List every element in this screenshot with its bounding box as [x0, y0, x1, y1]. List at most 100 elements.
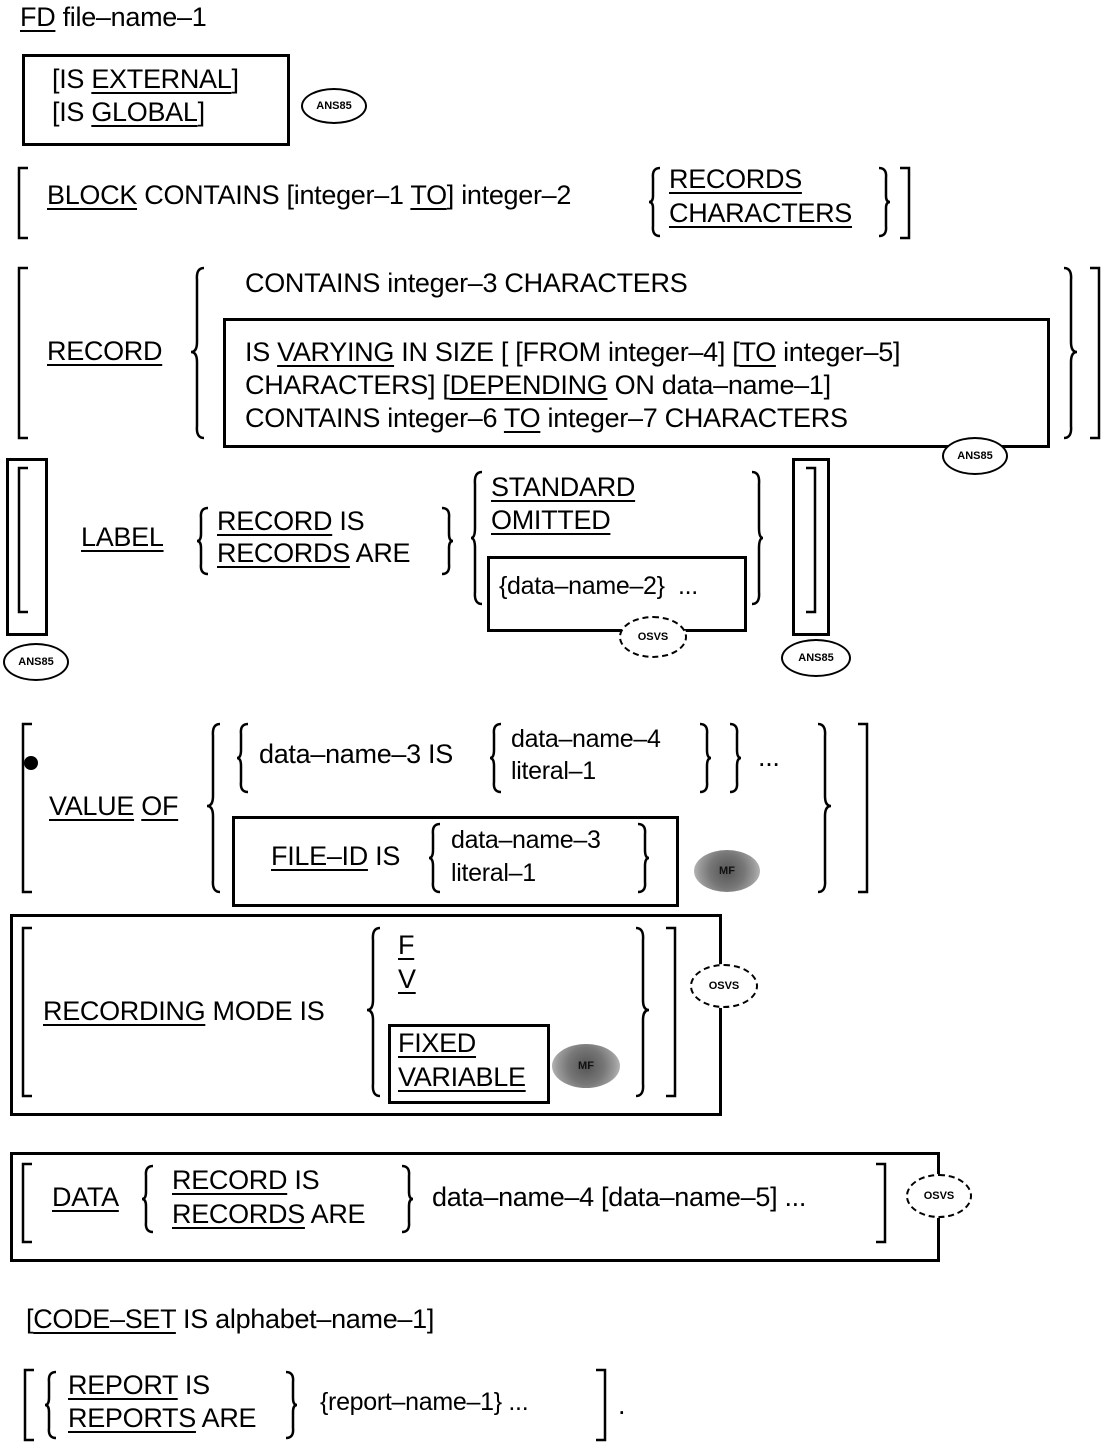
dn3-open-brace: [236, 722, 249, 794]
fixed-variable-box: [388, 1024, 550, 1104]
recording-mode-box: [10, 914, 722, 1116]
block-open-brace: [648, 166, 661, 238]
osvs-badge: OSVS: [690, 964, 758, 1008]
data-record-open-brace: [141, 1164, 154, 1234]
report-is: REPORT IS: [68, 1370, 210, 1400]
label-left-box: [6, 458, 48, 636]
fixed-option: FIXED: [398, 1028, 477, 1058]
data-names: data–name–4 [data–name–5] ...: [432, 1182, 807, 1212]
external-global-box: [22, 54, 290, 146]
file-id-box: [232, 816, 679, 907]
data-record-is: RECORD IS: [172, 1165, 320, 1195]
literal-1-option: literal–1: [511, 757, 596, 785]
code-set-keyword: CODE–SET: [33, 1304, 176, 1334]
file-name: file–name–1: [62, 2, 207, 32]
recording-mode-line: RECORDING MODE IS: [43, 996, 325, 1026]
record-open-bracket: [17, 266, 28, 440]
fd-line: FD file–name–1: [20, 2, 207, 32]
varying-box: [223, 318, 1050, 448]
v-option: V: [398, 964, 416, 994]
block-open-bracket: [17, 166, 28, 240]
label-record-open-brace: [196, 506, 209, 576]
dn4-close-brace: [699, 722, 712, 794]
mf-stamp: MF: [552, 1044, 620, 1088]
value-keyword: VALUE: [49, 791, 135, 821]
report-open-brace: [44, 1370, 57, 1440]
label-right-box: [792, 458, 830, 636]
file-id-is: FILE–ID IS: [271, 841, 401, 871]
data-name-2-box: [487, 556, 747, 632]
label-option-close-brace: [751, 470, 764, 606]
mf-stamp: MF: [694, 850, 760, 892]
report-close-bracket: [596, 1368, 607, 1442]
record-close-brace: [1063, 266, 1078, 440]
of-keyword: OF: [141, 791, 179, 821]
f-option: F: [398, 930, 415, 960]
value-of-line: VALUE OF: [49, 793, 178, 820]
osvs-badge: OSVS: [619, 616, 687, 658]
omitted-option: OMITTED: [491, 505, 611, 535]
external-keyword: EXTERNAL: [91, 64, 232, 94]
code-set-line: [CODE–SET IS alphabet–name–1]: [26, 1304, 435, 1334]
label-option-open-brace: [470, 470, 483, 606]
varying-keyword: VARYING: [277, 337, 395, 367]
record-keyword: RECORD: [47, 336, 163, 366]
record-keyword-line: RECORD: [47, 336, 163, 366]
depending-keyword: DEPENDING: [449, 370, 608, 400]
data-open-bracket: [21, 1162, 32, 1244]
is-global-line: [IS GLOBAL]: [52, 97, 205, 127]
label-keyword-line: LABEL: [81, 524, 164, 551]
fid-literal-1: literal–1: [451, 859, 536, 887]
block-close-brace: [878, 166, 891, 238]
records-option: RECORDS: [669, 164, 802, 194]
label-keyword: LABEL: [81, 522, 164, 552]
varying-line-1: IS VARYING IN SIZE [ [FROM integer–4] [T…: [245, 337, 901, 367]
standard-option: STANDARD: [491, 472, 636, 502]
reports-are: REPORTS ARE: [68, 1403, 257, 1433]
varying-line-2: CHARACTERS] [DEPENDING ON data–name–1]: [245, 370, 831, 400]
recording-keyword: RECORDING: [43, 996, 206, 1026]
file-id-keyword: FILE–ID: [271, 841, 368, 871]
value-close-brace: [817, 722, 832, 894]
label-records-are: RECORDS ARE: [217, 538, 411, 568]
data-name-2: {data–name–2} ...: [499, 572, 698, 600]
block-contains-line: BLOCK CONTAINS [integer–1 TO] integer–2: [47, 180, 572, 210]
recording-close-brace: [635, 926, 650, 1098]
file-id-close-brace: [637, 822, 650, 894]
block-keyword: BLOCK: [47, 180, 138, 210]
value-close-bracket: [858, 722, 869, 894]
report-open-bracket: [23, 1368, 34, 1442]
value-open-bracket: [21, 722, 32, 894]
data-keyword: DATA: [52, 1182, 119, 1212]
variable-option: VARIABLE: [398, 1062, 526, 1092]
block-close-bracket: [900, 166, 911, 240]
fd-keyword: FD: [20, 2, 56, 32]
data-keyword-line: DATA: [52, 1184, 119, 1211]
dn3-close-brace: [729, 722, 742, 794]
recording-close-bracket: [666, 926, 677, 1098]
ans85-badge: ANS85: [942, 437, 1008, 475]
recording-open-bracket: [21, 926, 32, 1098]
ans85-badge-left: ANS85: [3, 643, 69, 681]
record-close-bracket: [1090, 266, 1101, 440]
data-name-4-option: data–name–4: [511, 725, 661, 753]
report-close-brace: [285, 1370, 298, 1440]
characters-option: CHARACTERS: [669, 198, 853, 228]
label-record-close-brace: [441, 506, 454, 576]
ans85-badge-right: ANS85: [781, 639, 851, 677]
file-id-open-brace: [428, 822, 441, 894]
data-close-bracket: [876, 1162, 887, 1244]
label-record-is: RECORD IS: [217, 506, 365, 536]
label-close-bracket: [806, 466, 817, 614]
report-names: {report–name–1} ...: [320, 1388, 529, 1416]
label-open-bracket: [17, 466, 28, 614]
fid-data-name-3: data–name–3: [451, 826, 601, 854]
ans85-badge: ANS85: [301, 88, 367, 124]
is-external-line: [IS EXTERNAL]: [52, 64, 239, 94]
global-keyword: GLOBAL: [91, 97, 198, 127]
record-open-brace: [190, 266, 205, 440]
data-records-are: RECORDS ARE: [172, 1199, 366, 1229]
report-period: .: [618, 1390, 626, 1420]
value-open-brace: [206, 722, 221, 894]
